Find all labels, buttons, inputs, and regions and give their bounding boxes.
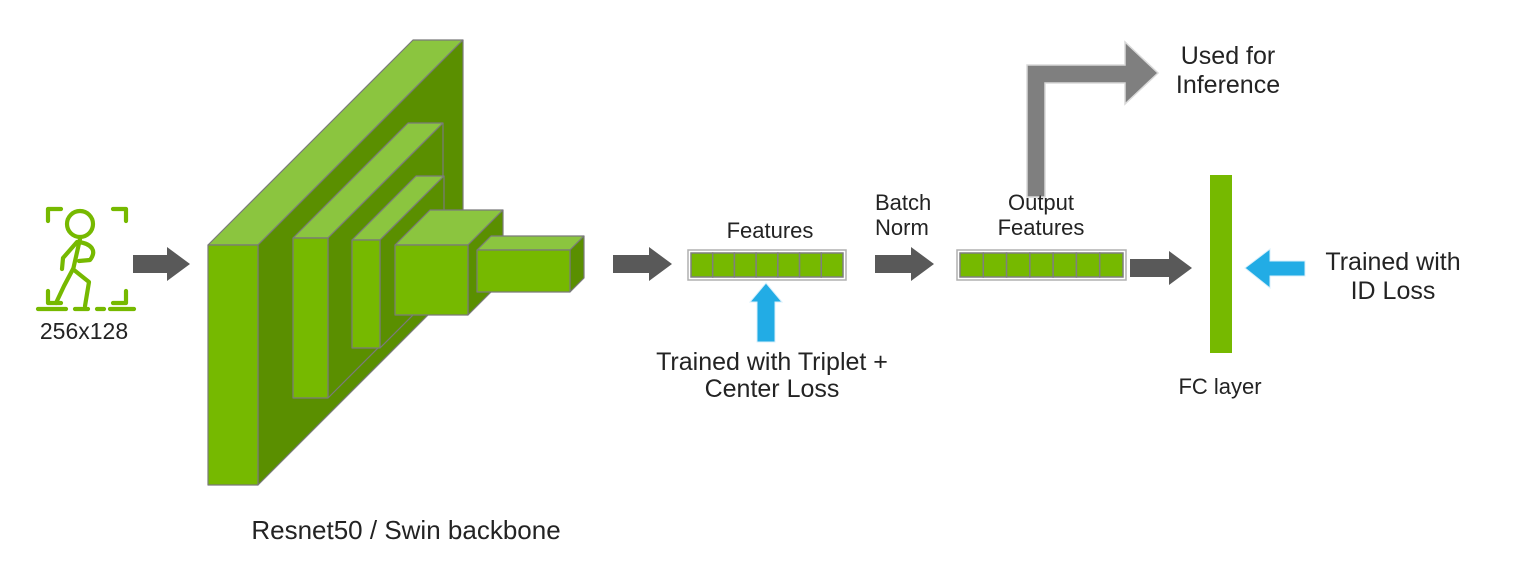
features-bar [687, 249, 847, 281]
bar-cell [1075, 252, 1101, 278]
input-size-label: 256x128 [39, 318, 129, 344]
id-loss-label-line1: Trained with [1325, 248, 1461, 276]
bracket-bottom-right-icon [110, 288, 129, 306]
person-arm-front-icon [76, 239, 96, 264]
bar-cell [1029, 252, 1054, 278]
backbone-box1-front [207, 244, 259, 486]
fc-layer-label: FC layer [1178, 374, 1262, 399]
bar-cell [755, 252, 779, 278]
bracket-top-right-icon [110, 206, 129, 224]
output-features-label: Output Features [998, 190, 1085, 240]
output-features-label-line1: Output [1007, 190, 1075, 215]
inference-elbow-arrow-icon [1026, 40, 1160, 198]
bar-cell [798, 252, 823, 278]
features-label: Features [726, 218, 814, 243]
used-for-inference-label: Used for Inference [1176, 42, 1280, 100]
output-features-bar [956, 249, 1127, 281]
backbone-box3-front [351, 239, 381, 349]
input-arrow-icon [133, 247, 190, 281]
person-leg-back-icon [53, 266, 76, 306]
bar-cell [1098, 252, 1124, 278]
batch-norm-label: Batch Norm [875, 190, 931, 240]
backbone-box5-front [476, 249, 571, 293]
bar-cell [820, 252, 844, 278]
triplet-center-loss-label-line2: Center Loss [704, 375, 840, 403]
id-loss-label-line2: ID Loss [1350, 277, 1436, 305]
backbone-3d-blocks [207, 39, 585, 486]
used-for-inference-label-line2: Inference [1175, 71, 1281, 99]
backbone-box5-top [476, 235, 585, 251]
bracket-top-left-icon [45, 206, 64, 224]
bar-cell [1005, 252, 1031, 278]
person-arm-back-icon [59, 239, 80, 272]
fc-layer-bar [1210, 175, 1232, 353]
bar-cell [1052, 252, 1078, 278]
backbone-box2-front [292, 237, 329, 399]
triplet-center-loss-label: Trained with Triplet + Center Loss [656, 349, 888, 403]
id-loss-arrow-icon [1244, 247, 1306, 290]
bar-cell [982, 252, 1008, 278]
pedestrian-icon [35, 206, 137, 312]
used-for-inference-label-line1: Used for [1180, 42, 1276, 70]
person-leg-front-icon [71, 267, 92, 309]
backbone-box4-front [394, 244, 469, 316]
bar-cell [711, 252, 736, 278]
fc-input-arrow-icon [1130, 251, 1192, 285]
backbone-label: Resnet50 / Swin backbone [251, 515, 561, 545]
id-loss-label: Trained with ID Loss [1325, 248, 1460, 306]
bar-cell [733, 252, 757, 278]
bar-cell [690, 252, 714, 278]
person-head-icon [64, 208, 96, 240]
triplet-center-loss-label-line1: Trained with Triplet + [656, 348, 888, 376]
triplet-loss-arrow-icon [748, 282, 784, 343]
bar-cell [777, 252, 801, 278]
batch-norm-label-line2: Norm [875, 215, 929, 240]
output-features-label-line2: Features [997, 215, 1085, 240]
bar-cell [959, 252, 985, 278]
person-torso-icon [70, 236, 83, 273]
backbone-output-arrow-icon [613, 247, 672, 281]
batch-norm-arrow-icon [875, 247, 934, 281]
batch-norm-label-line1: Batch [875, 190, 932, 215]
